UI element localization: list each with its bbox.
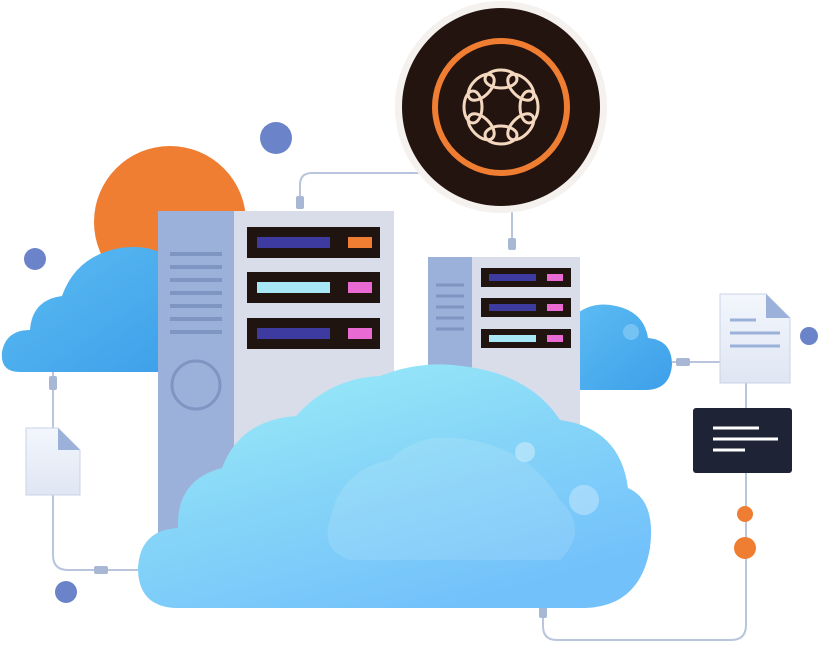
server-slot <box>247 272 380 303</box>
cloud-bubble <box>515 442 535 462</box>
flower-logo-icon <box>395 1 607 213</box>
message-card-icon <box>693 408 792 473</box>
decor-dot <box>260 122 292 154</box>
decor-dot <box>800 327 818 345</box>
decor-dot-orange <box>737 506 753 522</box>
cloud-highlight <box>623 324 639 340</box>
server-vent <box>170 252 222 334</box>
decor-dot <box>55 581 77 603</box>
cloud-front <box>138 364 652 608</box>
decor-dot-orange <box>734 537 756 559</box>
server-slot <box>247 227 380 258</box>
connector-plugs <box>49 196 690 618</box>
file-icon <box>719 293 791 384</box>
decor-dot <box>24 248 46 270</box>
server-slot <box>481 268 571 287</box>
cloud-back-left <box>1 246 183 372</box>
server-slot <box>481 329 571 348</box>
server-vent <box>436 283 464 331</box>
server-slot <box>247 318 380 349</box>
cloud-bubble <box>569 485 599 515</box>
file-icon <box>25 427 81 496</box>
power-button-icon <box>170 359 222 411</box>
cloud-back-right <box>572 304 672 390</box>
server-slot <box>481 298 571 317</box>
